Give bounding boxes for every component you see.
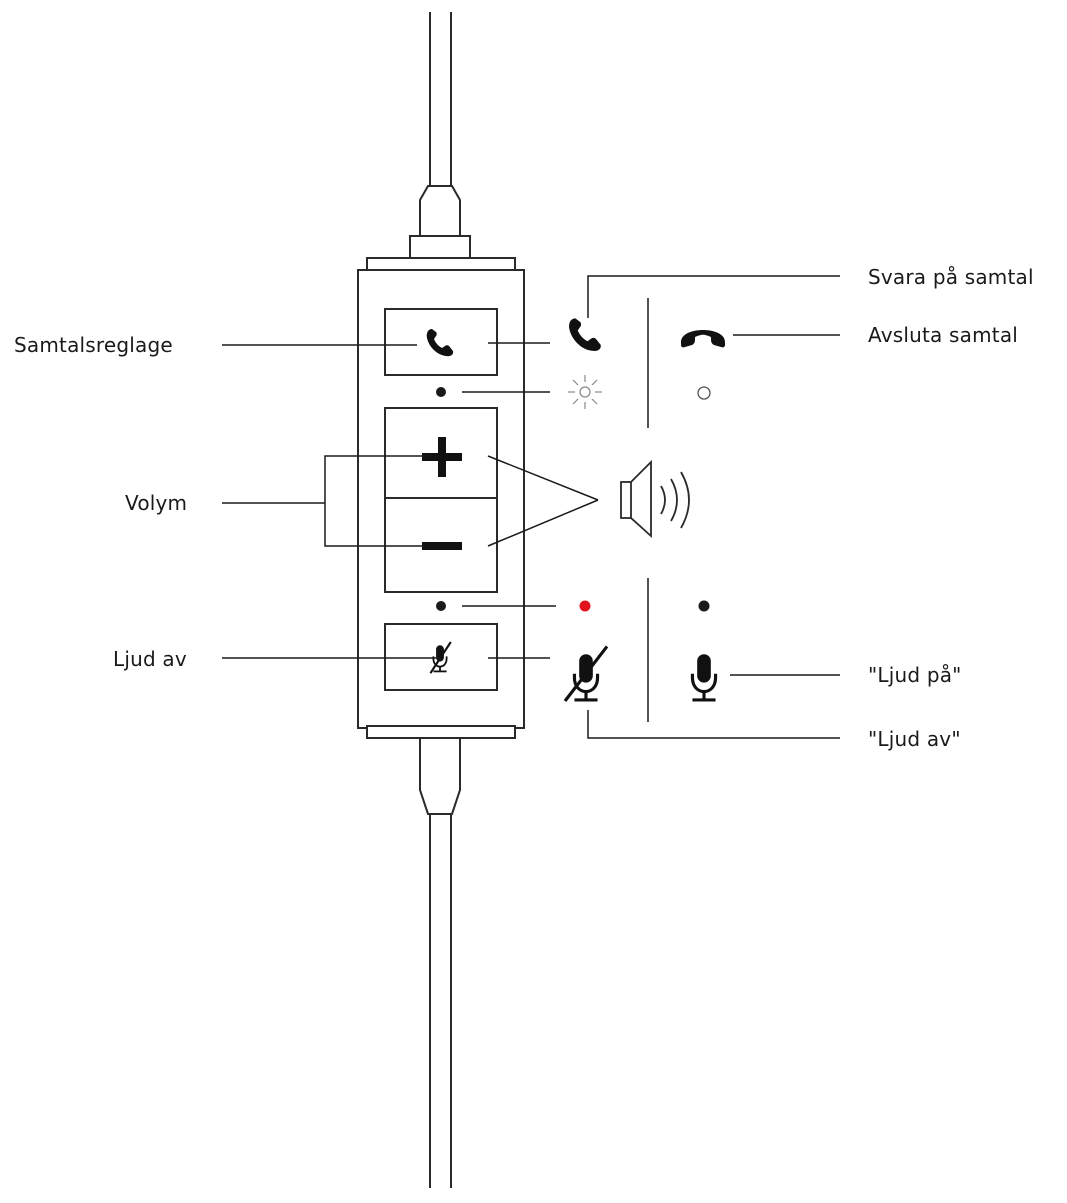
volume-down-button[interactable]: [386, 499, 496, 591]
neck-top: [409, 235, 471, 259]
strain-relief-top: [419, 185, 461, 237]
answer-phone-icon: [569, 318, 601, 352]
volume-label: Volym: [125, 491, 188, 515]
mute-label: Ljud av: [113, 647, 187, 671]
led-off-icon: [697, 386, 711, 400]
speaker-volume-icon: [620, 459, 690, 539]
cap-bottom: [366, 725, 516, 739]
led-glow-icon: [568, 375, 602, 409]
phone-hangup-icon: [681, 330, 725, 348]
muted-state-label: "Ljud av": [868, 727, 961, 751]
mic-muted-state-icon: [563, 645, 609, 702]
unmuted-state-label: "Ljud på": [868, 663, 962, 687]
middle-connectors: [462, 342, 599, 659]
call-control-label: Samtalsreglage: [14, 333, 173, 357]
volume-up-button[interactable]: [386, 409, 496, 497]
mute-led-inactive: [698, 600, 710, 612]
strain-relief-bottom: [419, 737, 461, 815]
end-call-label: Avsluta samtal: [868, 323, 1019, 347]
left-callouts: [222, 344, 441, 659]
muted-callout-line: [587, 710, 840, 739]
plus-icon: [422, 437, 462, 477]
mute-button[interactable]: [384, 623, 498, 691]
answer-callout-line: [587, 275, 840, 318]
answer-call-label: Svara på samtal: [868, 265, 1034, 289]
mute-led: [436, 601, 446, 611]
minus-icon: [422, 542, 462, 550]
call-button[interactable]: [384, 308, 498, 376]
cable-top: [429, 12, 452, 186]
cable-bottom: [429, 814, 452, 1188]
mute-led-active: [579, 600, 591, 612]
call-led: [436, 387, 446, 397]
mic-icon: [690, 653, 718, 702]
